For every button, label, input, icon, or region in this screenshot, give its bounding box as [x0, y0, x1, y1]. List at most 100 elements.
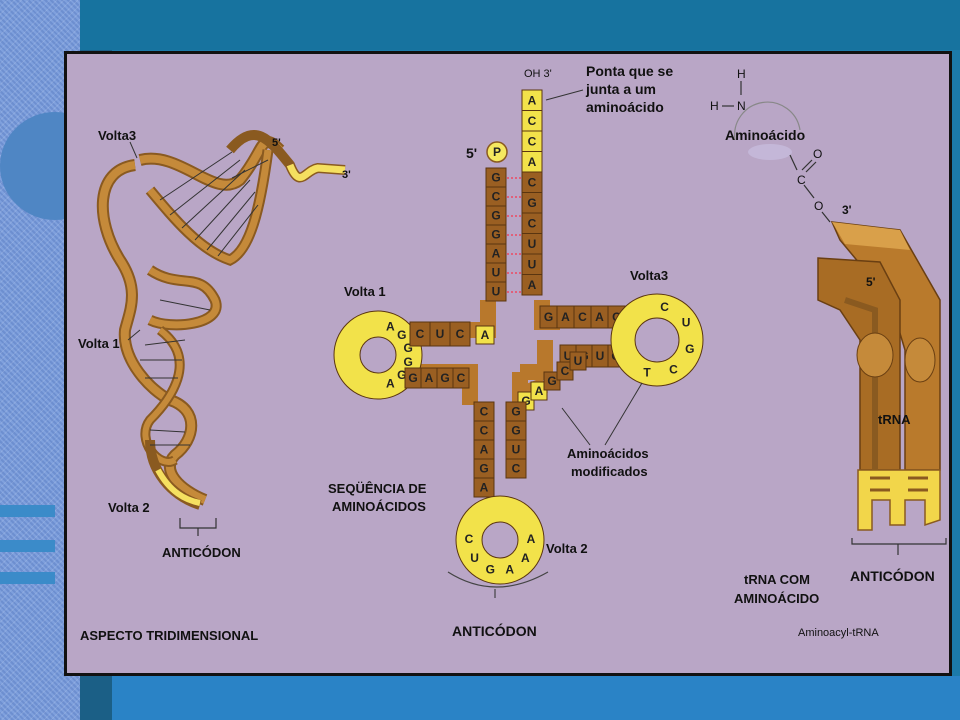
t-stem-bottom-nucleotide: U [596, 349, 605, 363]
acceptor-3prime-nucleotide: C [528, 114, 537, 128]
anticodon-left-stem-nucleotide: A [480, 443, 489, 457]
d-stem-bottom-nucleotide: C [457, 371, 466, 385]
anticodon-loop-center [481, 521, 519, 559]
variable-loop-nucleotide: A [535, 384, 544, 398]
label-ponta-2: junta a um [585, 81, 656, 97]
d-loop-center [359, 336, 397, 374]
acceptor-a-nucleotide-box [475, 325, 495, 345]
d-stem-bottom-nucleotide: A [425, 371, 434, 385]
decorative-stripe [0, 572, 55, 584]
anticodon-right-stem-nucleotide-box [505, 458, 527, 479]
aminoacyl-trna-model [722, 81, 947, 555]
label-3prime-left: 3' [342, 169, 351, 181]
d-stem-top-nucleotide: C [456, 327, 465, 341]
anticodon-left-stem-nucleotide: G [479, 462, 488, 476]
acceptor-3prime-nucleotide-box [521, 274, 543, 296]
d-loop-outline [333, 310, 423, 400]
label-ponta-1: Ponta que se [586, 63, 673, 79]
trna-cloverleaf: ACCACGCUUAGCGGAUUAAGGGGACUCGAGCGACACUGUG… [333, 89, 704, 585]
phosphate-circle [486, 141, 508, 163]
d-loop-nucleotide: G [403, 355, 412, 369]
acceptor-5prime-nucleotide: U [492, 266, 501, 280]
label-volta1-center: Volta 1 [344, 284, 386, 299]
acceptor-5prime-nucleotide: G [491, 228, 500, 242]
label-volta1-left: Volta 1 [78, 336, 120, 351]
anticodon-left-stem-nucleotide: C [480, 405, 489, 419]
label-trna-com-2: AMINOÁCIDO [734, 591, 819, 606]
d-stem-bottom-nucleotide: G [408, 371, 417, 385]
label-oh3: OH 3' [524, 68, 552, 80]
t-stem-top-nucleotide: A [561, 310, 570, 324]
acceptor-3prime-nucleotide: U [528, 257, 537, 271]
anticodon-left-stem-nucleotide: A [480, 481, 489, 495]
label-mod-2: modificados [571, 464, 648, 479]
t-loop-nucleotide: C [660, 300, 669, 314]
t-stem-top-nucleotide: G [544, 310, 553, 324]
acceptor-3prime-nucleotide: C [528, 134, 537, 148]
acceptor-5prime-nucleotide-box [485, 281, 507, 302]
d-loop-ring [334, 311, 422, 399]
d-stem-bottom-nucleotide-box [452, 367, 470, 389]
acceptor-a-nucleotide: A [481, 328, 490, 342]
label-volta3-left: Volta3 [98, 128, 136, 143]
label-anticodon-center: ANTICÓDON [452, 622, 537, 639]
label-o-ester: O [814, 199, 823, 213]
anticodon-left-stem-nucleotide: C [480, 424, 489, 438]
anticodon-loop-nucleotide: A [527, 532, 536, 546]
d-stem-top-nucleotide: U [436, 327, 445, 341]
d-stem-top-nucleotide-box [449, 321, 471, 347]
acceptor-3prime-nucleotide: C [528, 175, 537, 189]
anticodon-right-stem-nucleotide: G [511, 424, 520, 438]
acceptor-5prime-nucleotide: C [492, 190, 501, 204]
label-h-top: H [737, 67, 746, 81]
acceptor-3prime-nucleotide: U [528, 237, 537, 251]
t-loop-nucleotide: U [682, 315, 691, 329]
label-aminoacido: Aminoácido [725, 127, 805, 143]
t-stem-bottom-nucleotide: U [564, 349, 573, 363]
acceptor-5prime-nucleotide: U [492, 285, 501, 299]
label-volta3-center: Volta3 [630, 268, 668, 283]
anticodon-loop-nucleotide: G [486, 562, 495, 576]
trna-3d-model [96, 130, 346, 536]
anticodon-right-stem-nucleotide: C [512, 462, 521, 476]
label-seq-2: AMINOÁCIDOS [332, 499, 426, 514]
variable-loop-nucleotide: G [521, 394, 530, 408]
t-stem-top-nucleotide: A [595, 310, 604, 324]
acceptor-5prime-nucleotide: G [491, 171, 500, 185]
t-loop-outline [610, 293, 704, 387]
anticodon-loop-outline [455, 495, 545, 585]
anticodon-loop-nucleotide: A [505, 562, 514, 576]
label-c-atom: C [797, 173, 806, 187]
acceptor-3prime-nucleotide: G [527, 196, 536, 210]
acceptor-3prime-nucleotide: A [528, 93, 537, 107]
variable-loop-nucleotide: C [561, 364, 570, 378]
label-h-left: H [710, 99, 719, 113]
anticodon-right-stem-nucleotide: U [512, 443, 521, 457]
anticodon-right-stem-nucleotide: G [511, 405, 520, 419]
label-phosphate: P [493, 145, 501, 159]
label-anticodon-right: ANTICÓDON [850, 567, 935, 584]
t-stem-top-nucleotide: C [578, 310, 587, 324]
decorative-stripe [0, 505, 55, 517]
variable-loop-nucleotide-box [530, 381, 548, 401]
t-loop-nucleotide: T [643, 366, 651, 380]
label-n-atom: N [737, 99, 746, 113]
acceptor-5prime-nucleotide: G [491, 209, 500, 223]
label-volta2-center: Volta 2 [546, 541, 588, 556]
variable-loop-nucleotide: G [547, 374, 556, 388]
top-band [80, 0, 960, 50]
variable-loop-nucleotide: U [574, 354, 583, 368]
anticodon-loop-ring [456, 496, 544, 584]
variable-loop-nucleotide-box [543, 371, 561, 391]
acceptor-3prime-nucleotide: A [528, 155, 537, 169]
label-ponta-3: aminoácido [586, 99, 664, 115]
anticodon-loop-nucleotide: A [521, 551, 530, 565]
label-3prime-right: 3' [842, 203, 852, 217]
d-loop-nucleotide: G [397, 368, 406, 382]
t-loop-nucleotide: G [685, 342, 694, 356]
t-loop-ring [611, 294, 703, 386]
variable-loop-nucleotide-box [569, 351, 587, 371]
d-loop-nucleotide: A [386, 320, 395, 334]
label-seq-1: SEQÜÊNCIA DE [328, 481, 427, 496]
